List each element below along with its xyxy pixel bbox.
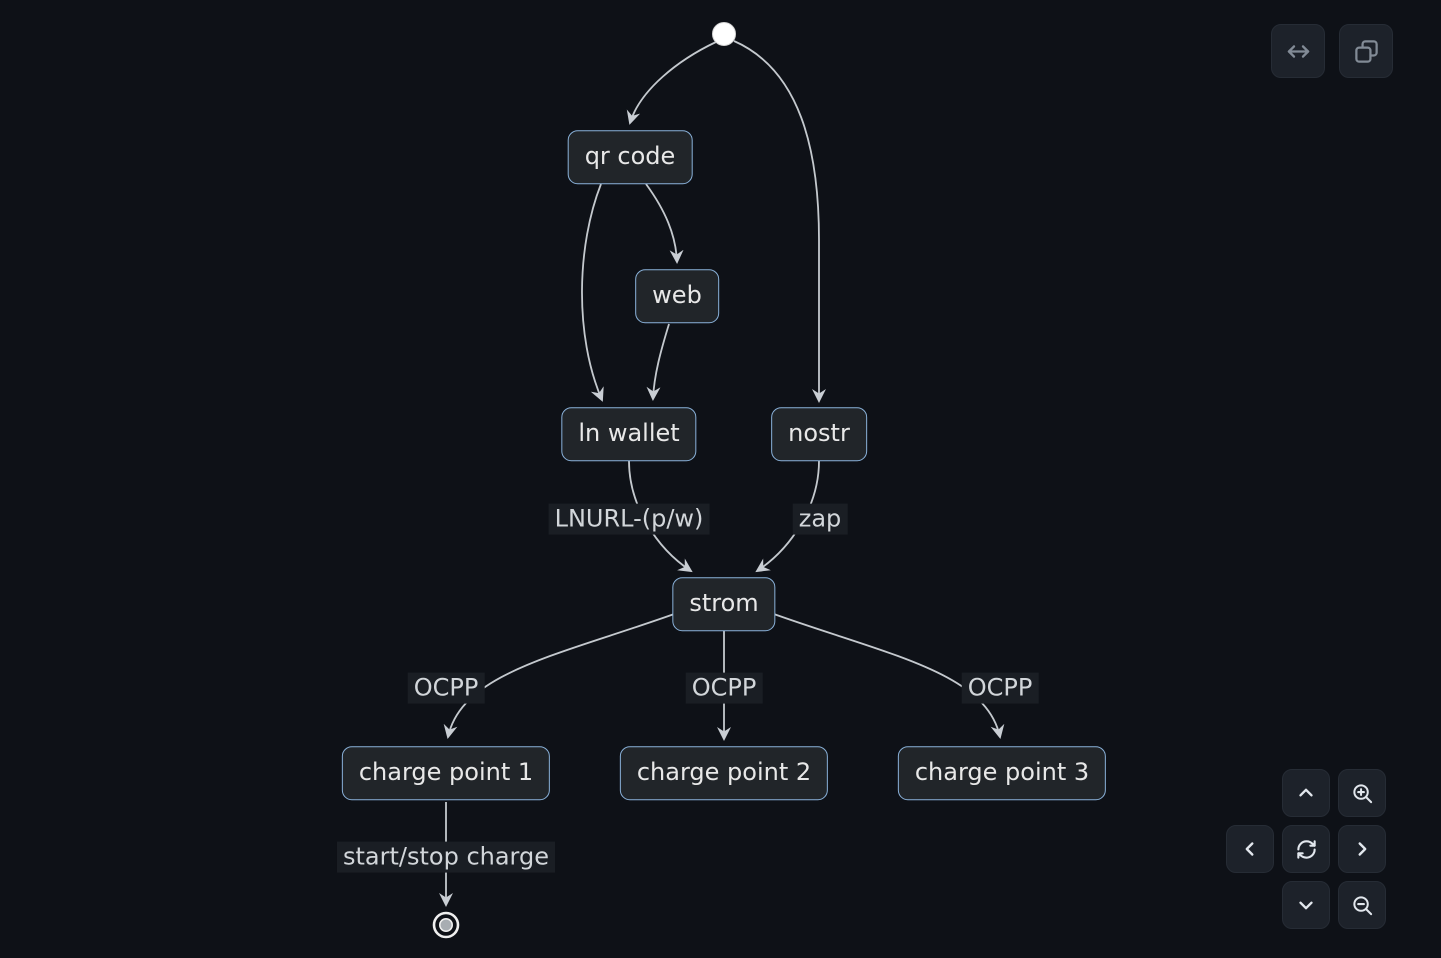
toggle-direction-button[interactable] [1271, 24, 1325, 78]
chevron-left-icon [1239, 838, 1261, 860]
edge-label-startstop: start/stop charge [336, 841, 556, 873]
node-nostr: nostr [771, 407, 867, 461]
edge-strom-cp3 [770, 612, 1005, 739]
edge-label-ocpp-3: OCPP [961, 672, 1039, 704]
edge-start-nostr [733, 40, 826, 403]
refresh-icon [1295, 838, 1318, 861]
reset-view-button[interactable] [1282, 825, 1330, 873]
edge-label-ocpp-2: OCPP [685, 672, 763, 704]
magnifier-minus-icon [1351, 894, 1374, 917]
node-charge-point-2: charge point 2 [619, 746, 829, 800]
copy-button[interactable] [1339, 24, 1393, 78]
chevron-up-icon [1295, 782, 1317, 804]
edge-label-zap: zap [792, 503, 848, 535]
left-right-arrow-icon [1285, 38, 1312, 65]
chevron-right-icon [1351, 838, 1373, 860]
zoom-out-button[interactable] [1338, 881, 1386, 929]
pan-right-button[interactable] [1338, 825, 1386, 873]
node-qr-code: qr code [567, 130, 693, 184]
edge-label-ocpp-1: OCPP [407, 672, 485, 704]
edge-qrcode-web [645, 183, 684, 264]
pan-down-button[interactable] [1282, 881, 1330, 929]
start-state-node [712, 22, 736, 46]
edge-qrcode-lnwallet [581, 183, 604, 402]
end-state-node [432, 911, 460, 939]
copy-icon [1353, 38, 1380, 65]
edge-label-lnurl: LNURL-(p/w) [548, 503, 710, 535]
node-charge-point-3: charge point 3 [897, 746, 1107, 800]
node-strom: strom [672, 577, 776, 631]
node-charge-point-1: charge point 1 [341, 746, 551, 800]
pan-up-button[interactable] [1282, 769, 1330, 817]
edge-web-lnwallet [646, 323, 670, 401]
node-web: web [635, 269, 719, 323]
node-ln-wallet: ln wallet [561, 407, 697, 461]
edge-start-qrcode [626, 41, 717, 125]
edge-strom-cp1 [443, 612, 678, 739]
chevron-down-icon [1295, 894, 1317, 916]
zoom-in-button[interactable] [1338, 769, 1386, 817]
magnifier-plus-icon [1351, 782, 1374, 805]
pan-left-button[interactable] [1226, 825, 1274, 873]
